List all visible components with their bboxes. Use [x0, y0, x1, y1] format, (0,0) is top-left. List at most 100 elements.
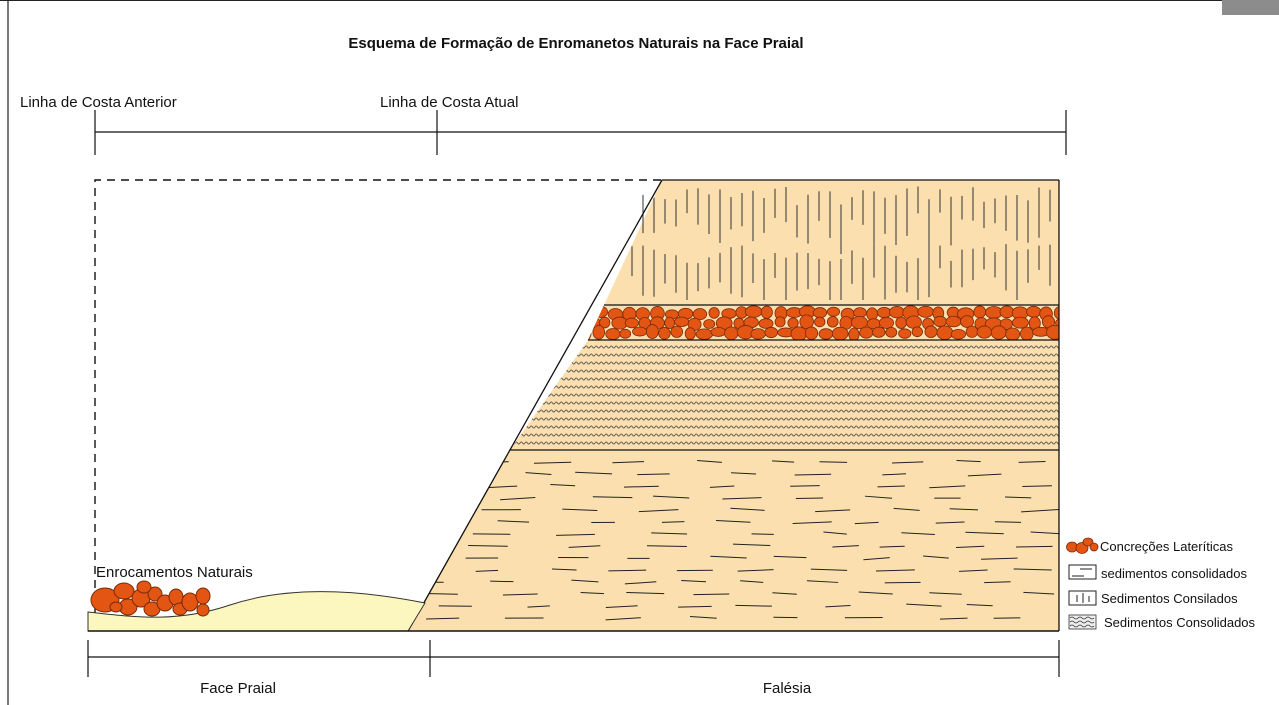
laterite-nodule	[826, 306, 841, 317]
lower-layer-dash	[929, 485, 966, 489]
lower-layer-dash	[551, 568, 577, 571]
rock-boulder	[113, 582, 135, 600]
lower-layer-dash	[489, 485, 518, 488]
lower-layer-dash	[906, 603, 942, 607]
legend-vertical-marks-label: Sedimentos Consilados	[1101, 591, 1238, 606]
laterite-nodule	[831, 326, 849, 340]
laterite-nodule	[960, 315, 974, 328]
lower-layer-dash	[792, 521, 832, 525]
legend-consolidated-dash-label: sedimentos consolidados	[1101, 566, 1247, 581]
rock-boulder	[196, 603, 210, 617]
lower-layer-dash	[877, 485, 905, 488]
laterite-nodule	[911, 326, 923, 338]
laterite-nodule	[645, 324, 659, 339]
laterite-nodule	[624, 317, 639, 329]
lower-layer-dash	[1021, 509, 1059, 513]
lower-layer-dash	[994, 521, 1022, 523]
laterite-nodule	[670, 325, 684, 338]
laterite-nodule	[1053, 305, 1059, 320]
lower-layer-dash	[562, 508, 598, 511]
wavy-line	[510, 401, 1059, 405]
lower-layer-dash	[935, 521, 965, 524]
lower-layer-dash	[923, 555, 949, 559]
wavy-line	[510, 417, 1059, 421]
laterite-nodule	[990, 325, 1007, 340]
lower-layer-dash	[527, 605, 550, 608]
lower-layer-dash	[806, 580, 839, 583]
current-coastline-label: Linha de Costa Atual	[380, 94, 518, 111]
lower-layer-dash	[893, 507, 920, 511]
lower-layer-dash	[794, 473, 832, 476]
wavy-line	[510, 369, 1059, 373]
laterite-nodule	[588, 307, 593, 319]
laterite-nodule	[950, 328, 966, 340]
lower-layer-dash	[863, 557, 890, 561]
laterite-nodule	[744, 305, 763, 318]
lower-layer-dash	[966, 603, 993, 607]
legend: Concreções Lateríticas sedimentos consol…	[1066, 537, 1256, 630]
wavy-line	[510, 361, 1059, 365]
laterite-nodule	[1011, 316, 1029, 329]
lower-layer-dash	[408, 483, 443, 487]
laterite-nodule	[658, 327, 671, 340]
lower-layer-dash	[730, 507, 765, 511]
lower-layer-dash	[929, 592, 962, 595]
laterite-nodule	[787, 317, 799, 329]
lower-layer-dash	[737, 569, 774, 572]
lower-layer-dash	[637, 473, 670, 476]
laterite-nodule	[999, 305, 1015, 319]
laterite-nodule	[599, 316, 611, 329]
legend-vertical-marks-icon	[1068, 590, 1097, 606]
lower-layer-dash	[790, 485, 820, 487]
lower-layer-dash	[882, 473, 907, 476]
lower-layer-dash	[697, 460, 722, 463]
lower-layer-dash	[875, 569, 915, 572]
lower-layer-dash	[949, 508, 979, 511]
lower-layer-dash	[421, 520, 449, 523]
wavy-line	[510, 385, 1059, 389]
laterite-nodule	[695, 328, 714, 340]
lower-layer-dash	[681, 579, 707, 583]
laterite-nodule	[965, 325, 979, 338]
rock-boulder	[195, 587, 211, 605]
laterite-nodule	[764, 326, 778, 338]
laterite-nodule	[605, 328, 621, 340]
lower-layer-dash	[955, 545, 985, 549]
lower-layer-dash	[732, 543, 771, 547]
laterite-nodule	[895, 316, 907, 329]
lower-layer-dash	[854, 521, 879, 525]
laterite-nodule	[885, 327, 898, 338]
lower-layer-dash	[605, 617, 641, 621]
corner-scrollbar	[1222, 0, 1279, 15]
laterite-nodule	[905, 315, 922, 329]
lower-layer-dash	[638, 509, 679, 513]
laterite-nodule	[936, 325, 954, 340]
lower-layer-dash	[819, 461, 848, 463]
laterite-nodule	[708, 307, 720, 319]
lower-layer-dash	[437, 473, 467, 475]
wavy-line	[510, 409, 1059, 413]
wavy-line	[510, 425, 1059, 429]
rock-boulder	[109, 601, 123, 613]
lower-layer-dash	[722, 497, 762, 500]
laterite-nodule	[632, 326, 648, 337]
lower-layer-dash	[967, 473, 1002, 477]
legend-wavy-icon	[1068, 614, 1097, 630]
laterite-nodule	[888, 306, 905, 319]
lower-layer-dash	[468, 544, 508, 547]
lower-layer-dash	[571, 579, 599, 583]
lower-layer-dash	[653, 495, 690, 499]
lower-layer-dash	[901, 532, 935, 535]
lower-layer-dash	[605, 605, 638, 609]
beach-sand	[87, 591, 426, 632]
legend-laterite-label: Concreções Lateríticas	[1100, 539, 1233, 554]
lower-layer-dash	[568, 545, 601, 548]
lower-layer-dash	[408, 557, 440, 560]
lower-layer-dash	[939, 617, 968, 620]
laterite-nodule	[859, 326, 874, 339]
wavy-line	[510, 393, 1059, 397]
laterite-nodules	[588, 305, 1059, 340]
laterite-nodule	[684, 327, 696, 340]
lower-layer-dash	[575, 471, 613, 475]
